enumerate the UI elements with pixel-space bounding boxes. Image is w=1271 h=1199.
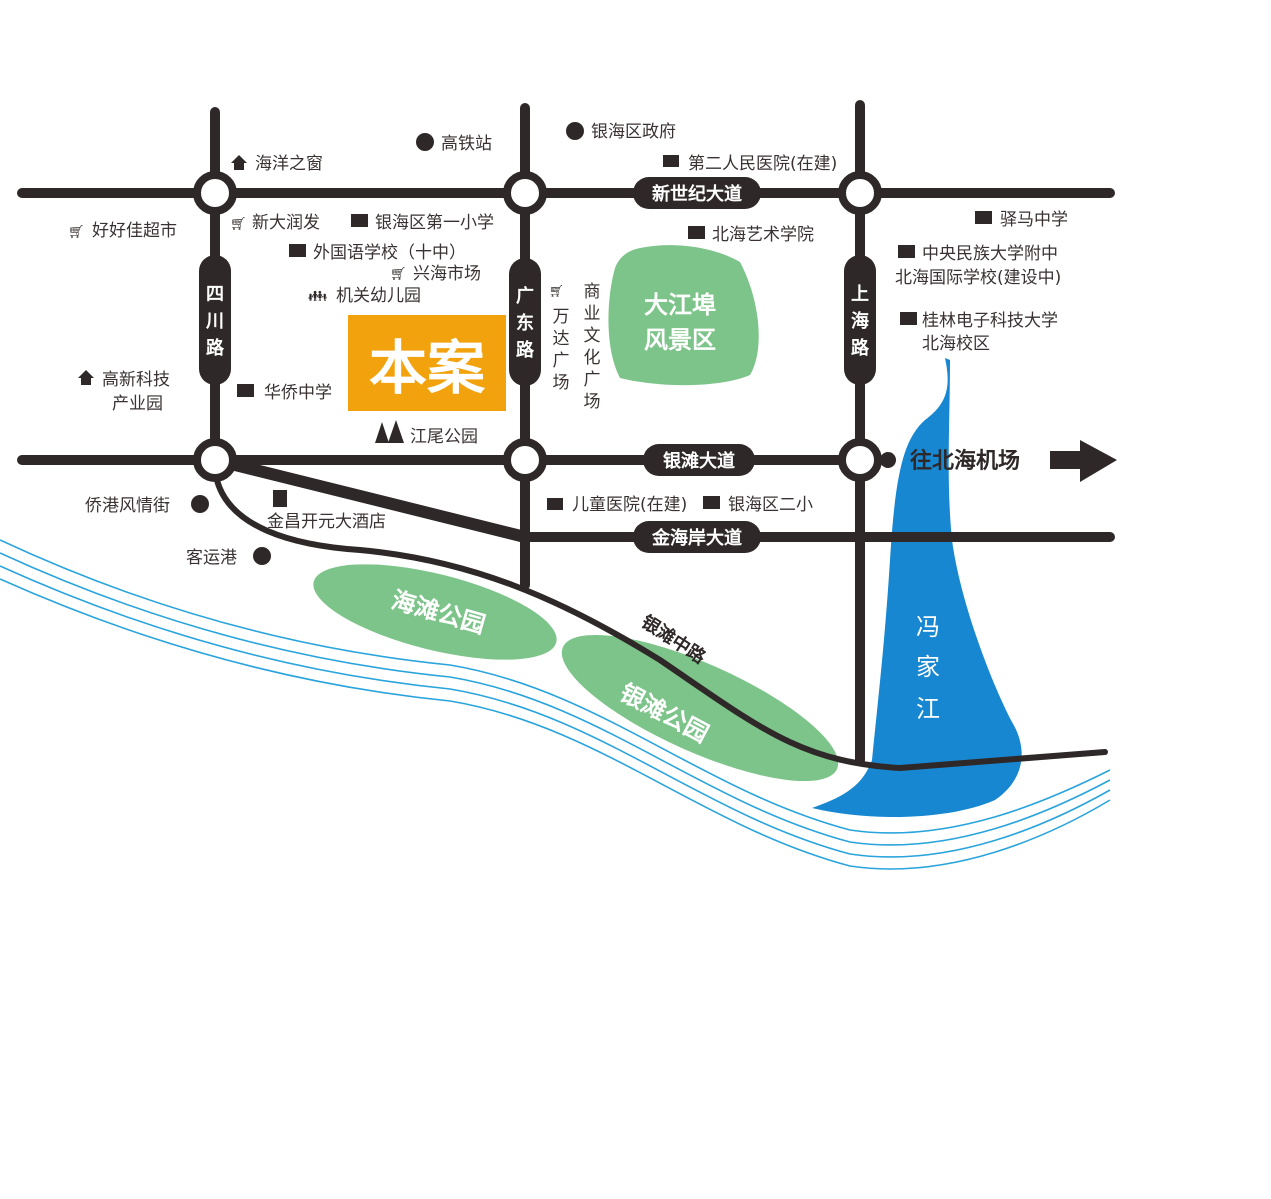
book-icon — [237, 384, 254, 397]
svg-text:路: 路 — [851, 337, 870, 359]
road-label-yintan: 银滩大道 — [643, 444, 755, 476]
dajiangbu-scenic-area — [608, 245, 759, 386]
svg-text:兴海市场: 兴海市场 — [413, 264, 481, 284]
svg-text:中央民族大学附中: 中央民族大学附中 — [922, 244, 1058, 264]
svg-text:华侨中学: 华侨中学 — [264, 383, 332, 403]
svg-text:往北海机场: 往北海机场 — [910, 448, 1020, 474]
svg-text:第二人民医院(在建): 第二人民医院(在建) — [688, 154, 837, 174]
road-label-jinhaian: 金海岸大道 — [633, 521, 761, 553]
cart-icon: 🛒︎ — [549, 284, 564, 298]
svg-text:好好佳超市: 好好佳超市 — [92, 221, 177, 241]
svg-text:达: 达 — [553, 329, 570, 349]
book-icon — [975, 211, 992, 224]
svg-text:海洋之窗: 海洋之窗 — [255, 154, 323, 174]
park-label-dajiangbu-2: 风景区 — [644, 326, 716, 354]
road-label-xinshiji: 新世纪大道 — [633, 177, 761, 209]
house-icon — [78, 370, 94, 385]
svg-text:广: 广 — [516, 285, 534, 307]
svg-text:化: 化 — [584, 348, 601, 368]
svg-text:路: 路 — [516, 339, 535, 361]
svg-text:家: 家 — [916, 653, 940, 681]
svg-text:本案: 本案 — [369, 334, 486, 402]
svg-text:银海区政府: 银海区政府 — [591, 122, 676, 142]
cart-icon: 🛒︎ — [390, 266, 407, 282]
svg-text:儿童医院(在建): 儿童医院(在建) — [572, 495, 687, 515]
road-label-shanghai: 上 海 路 — [844, 255, 876, 385]
park-label-dajiangbu-1: 大江埠 — [644, 291, 716, 319]
svg-text:高铁站: 高铁站 — [441, 134, 492, 154]
svg-text:新大润发: 新大润发 — [252, 213, 320, 233]
cart-icon: 🛒︎ — [230, 216, 247, 232]
book-icon — [703, 496, 720, 509]
poi-list: 高铁站 银海区政府 海洋之窗 第二人民医院(在建) 🛒︎ 好好佳超市 🛒︎ 新大润发… — [68, 122, 1068, 568]
road-label-sichuan: 四 川 路 — [199, 255, 231, 385]
svg-text:广: 广 — [584, 370, 601, 390]
svg-text:江: 江 — [916, 695, 940, 723]
svg-text:北海国际学校(建设中): 北海国际学校(建设中) — [895, 268, 1061, 288]
svg-text:北海艺术学院: 北海艺术学院 — [712, 225, 814, 245]
building-icon — [273, 490, 287, 507]
book-icon — [900, 312, 917, 325]
svg-text:万: 万 — [553, 307, 570, 327]
cart-icon: 🛒︎ — [68, 224, 85, 240]
hospital-icon — [663, 155, 679, 167]
people-icon: 👪︎ — [308, 287, 327, 305]
book-icon — [289, 244, 306, 257]
svg-text:路: 路 — [206, 337, 225, 359]
svg-text:场: 场 — [553, 373, 570, 393]
commercial-plaza-label: 商 业 文 化 广 场 — [584, 282, 601, 412]
svg-text:新世纪大道: 新世纪大道 — [652, 183, 742, 205]
svg-text:金海岸大道: 金海岸大道 — [651, 527, 742, 549]
book-icon — [351, 214, 368, 227]
svg-text:机关幼儿园: 机关幼儿园 — [336, 286, 421, 306]
svg-text:文: 文 — [584, 326, 601, 346]
svg-text:江尾公园: 江尾公园 — [410, 427, 478, 447]
dot-icon — [191, 495, 209, 513]
road-label-guangdong: 广 东 路 — [509, 258, 541, 386]
svg-text:客运港: 客运港 — [186, 548, 237, 568]
sea-waves — [0, 539, 1111, 870]
book-icon — [688, 226, 705, 239]
tree-icon — [375, 420, 404, 443]
svg-text:驿马中学: 驿马中学 — [1000, 210, 1068, 230]
svg-text:金昌开元大酒店: 金昌开元大酒店 — [267, 512, 386, 532]
dot-icon — [416, 133, 434, 151]
wanda-plaza-label: 万 达 广 场 — [553, 307, 570, 393]
svg-text:桂林电子科技大学: 桂林电子科技大学 — [922, 311, 1058, 331]
svg-text:上: 上 — [851, 284, 869, 305]
house-icon — [231, 155, 247, 170]
svg-text:外国语学校（十中）: 外国语学校（十中） — [313, 243, 466, 263]
svg-text:银海区二小: 银海区二小 — [728, 495, 813, 515]
dot-icon — [253, 547, 271, 565]
fengjia-river — [812, 358, 1022, 818]
svg-text:东: 东 — [516, 312, 534, 334]
hospital-icon — [547, 498, 563, 510]
svg-text:产业园: 产业园 — [112, 394, 163, 414]
svg-text:业: 业 — [584, 304, 601, 324]
svg-text:广: 广 — [553, 351, 570, 371]
svg-text:冯: 冯 — [916, 613, 940, 641]
svg-text:高新科技: 高新科技 — [102, 370, 170, 390]
svg-text:四: 四 — [206, 284, 224, 305]
roundabouts — [193, 171, 882, 482]
svg-text:商: 商 — [584, 282, 601, 302]
svg-text:场: 场 — [584, 392, 601, 412]
svg-text:侨港风情街: 侨港风情街 — [85, 496, 170, 516]
haitan-park — [313, 564, 557, 660]
svg-text:海: 海 — [851, 310, 869, 332]
svg-text:川: 川 — [205, 311, 224, 332]
svg-text:北海校区: 北海校区 — [922, 334, 990, 354]
project-marker: 本案 — [348, 315, 506, 411]
dot-icon — [566, 122, 584, 140]
yintan-park — [561, 634, 839, 782]
airport-direction: 往北海机场 — [910, 440, 1117, 482]
svg-text:银滩大道: 银滩大道 — [663, 450, 735, 472]
book-icon — [898, 245, 915, 258]
svg-text:银海区第一小学: 银海区第一小学 — [375, 213, 494, 233]
river-label: 冯 家 江 — [916, 613, 940, 723]
